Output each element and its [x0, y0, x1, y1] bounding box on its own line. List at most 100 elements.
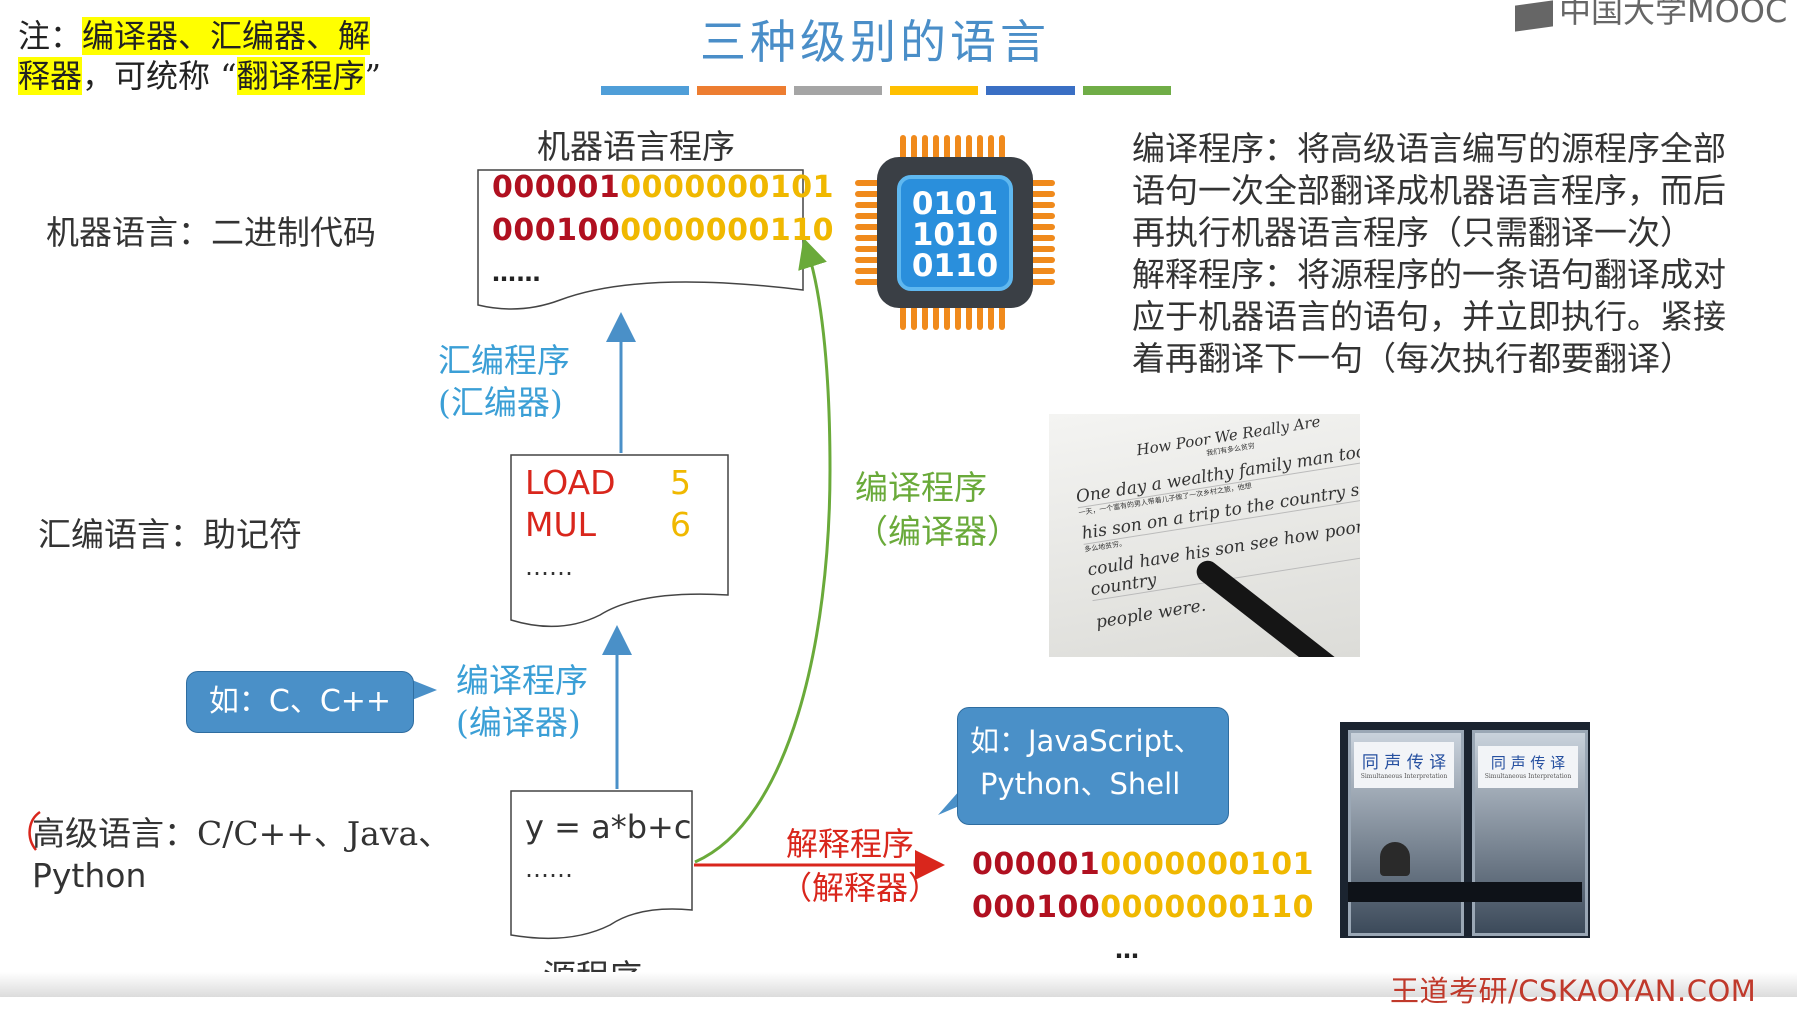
chip-pin	[900, 135, 906, 161]
title-color-bar	[601, 86, 1171, 95]
interpretation-booth-photo: 同 声 传 译 Simultaneous Interpretation 同 声 …	[1340, 722, 1590, 938]
note-middle: ，可统称 “	[82, 57, 237, 95]
chip-pin	[999, 135, 1005, 161]
chip-pin	[944, 135, 950, 161]
assembler-label-line-1: 汇编程序	[438, 341, 570, 380]
chip-pin	[855, 246, 881, 252]
footer-shadow	[0, 972, 1797, 997]
compiler-up-label: 编译程序 (编译器)	[456, 660, 588, 744]
chip-pins-top	[900, 135, 1005, 161]
booth-sign-right-cn: 同 声 传 译	[1490, 754, 1566, 772]
machine-code-ellipsis: ……	[492, 259, 541, 287]
chip-pin	[955, 304, 961, 330]
mooc-logo: 中国大学MOOC	[1515, 0, 1787, 32]
chip-pin	[1029, 180, 1055, 186]
interpreter-label: 解释程序 （解释器）	[780, 822, 940, 910]
booth-sign-left-en: Simultaneous Interpretation	[1360, 773, 1448, 780]
chip-pin	[855, 191, 881, 197]
chip-pin	[1029, 224, 1055, 230]
interpreter-line-2: （解释器）	[780, 869, 941, 907]
title-bar-segment	[1082, 86, 1171, 95]
high-level-line-2: Python	[32, 856, 147, 895]
chip-core: 0101 1010 0110	[897, 175, 1013, 291]
handwriting-lines: How Poor We Really Are 我们有多么贫穷 One day a…	[1069, 414, 1360, 633]
chip-line: 0101	[911, 186, 999, 222]
explanation-text: 编译程序：将高级语言编写的源程序全部语句一次全部翻译成机器语言程序，而后再执行机…	[1132, 128, 1726, 380]
handwriting-photo: How Poor We Really Are 我们有多么贫穷 One day a…	[1049, 414, 1360, 657]
assembler-label-line-2: (汇编器)	[438, 383, 563, 422]
machine-code-block: 0000010000000101 0001000000000110 ……	[492, 166, 834, 295]
chip-pin	[911, 304, 917, 330]
high-level-language-label: 高级语言：C/C++、Java、 Python	[32, 813, 451, 897]
output-code-ellipsis: …	[1115, 936, 1140, 964]
title-bar-segment	[889, 86, 979, 95]
chip-pin	[911, 135, 917, 161]
chip-pins-bottom	[900, 304, 1005, 330]
booth-sign-left-cn: 同 声 传 译	[1361, 753, 1447, 773]
title-bar-segment	[793, 86, 882, 95]
explanation-line: 应于机器语言的语句，并立即执行。紧接	[1132, 297, 1726, 336]
assembler-label: 汇编程序 (汇编器)	[438, 340, 570, 424]
note-highlight-1: 编译器、汇编器、解	[82, 17, 371, 55]
assembly-language-label: 汇编语言：助记符	[38, 515, 302, 554]
explanation-line: 着再翻译下一句（每次执行都要翻译）	[1132, 339, 1693, 378]
explanation-line: 语句一次全部翻译成机器语言程序，而后	[1132, 171, 1726, 210]
chip-line: 1010	[911, 217, 999, 253]
title-bar-segment	[601, 86, 690, 95]
booth-desk	[1348, 882, 1582, 902]
compiler-green-label: 编译程序 （编译器）	[855, 466, 1020, 554]
chip-pin	[988, 135, 994, 161]
chip-pin	[955, 135, 961, 161]
assembly-ellipsis: ……	[525, 553, 573, 581]
chip-pin	[966, 304, 972, 330]
interpreter-output-block: 0000010000000101 0001000000000110 …	[972, 843, 1314, 972]
booth-sign-right-en: Simultaneous Interpretation	[1484, 773, 1572, 780]
output-code-row: 0000010000000101	[972, 847, 1314, 882]
booth-sign-left: 同 声 传 译 Simultaneous Interpretation	[1354, 742, 1454, 788]
explanation-line: 解释程序：将源程序的一条语句翻译成对	[1132, 255, 1726, 294]
chip-pin	[999, 304, 1005, 330]
page-title: 三种级别的语言	[700, 15, 1050, 69]
chip-pin	[1029, 268, 1055, 274]
compiler-green-arrow	[694, 237, 832, 864]
high-level-line-1: 高级语言：C/C++、Java、	[32, 814, 452, 853]
compiler-green-line-1: 编译程序	[855, 468, 987, 507]
explanation-line: 编译程序：将高级语言编写的源程序全部	[1132, 129, 1726, 168]
machine-code-row: 0001000000000110	[492, 213, 834, 248]
title-bar-segment	[697, 86, 786, 95]
chip-pin	[977, 135, 983, 161]
chip-pin	[966, 135, 972, 161]
chip-icon: 0101 1010 0110	[855, 135, 1055, 330]
source-code-line: y = a*b+c	[525, 808, 692, 846]
chip-pin	[855, 235, 881, 241]
source-doc-shape	[510, 790, 693, 940]
source-code-ellipsis: ……	[525, 855, 573, 883]
interpreter-figure	[1380, 842, 1410, 876]
mooc-logo-text: 中国大学MOOC	[1559, 0, 1788, 30]
chip-pins-left	[855, 180, 881, 285]
chip-pin	[933, 135, 939, 161]
assembly-doc-shape	[510, 454, 729, 628]
source-code-block: y = a*b+c ……	[525, 806, 691, 890]
script-language-callout: 如：JavaScript、 Python、Shell	[957, 707, 1229, 825]
chip-pin	[855, 257, 881, 263]
chip-pin	[1029, 246, 1055, 252]
note-highlight-3: 翻译程序	[236, 57, 365, 95]
script-callout-line-1: 如：JavaScript、	[970, 724, 1203, 758]
compiler-up-line-2: (编译器)	[456, 703, 581, 742]
chip-pin	[855, 202, 881, 208]
chip-pin	[1029, 213, 1055, 219]
chip-pin	[855, 213, 881, 219]
chip-pin	[922, 135, 928, 161]
chip-line: 0110	[911, 248, 999, 284]
chip-pin	[855, 180, 881, 186]
chip-pin	[933, 304, 939, 330]
title-bar-segment	[986, 86, 1075, 95]
output-code-row: 0001000000000110	[972, 890, 1314, 925]
note-highlight-2: 释器	[18, 57, 83, 95]
script-callout-line-2: Python、Shell	[980, 767, 1181, 801]
chip-pin	[1029, 279, 1055, 285]
chip-pin	[855, 224, 881, 230]
